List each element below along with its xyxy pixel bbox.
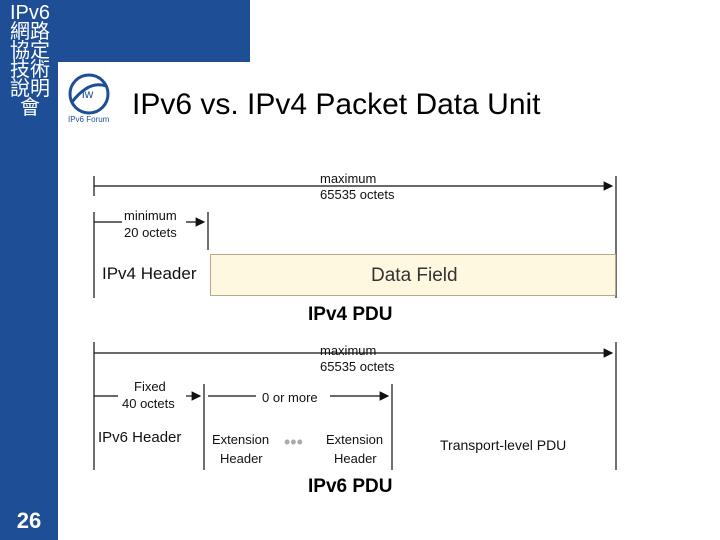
svg-text:iw: iw bbox=[82, 87, 94, 101]
transport-level-pdu-label: Transport-level PDU bbox=[440, 437, 567, 453]
ipv6-ext-count-label: 0 or more bbox=[262, 390, 318, 405]
vertical-title: IPv6網路協定技術說明會 bbox=[9, 2, 51, 119]
svg-text:IPv6 Forum: IPv6 Forum bbox=[68, 115, 110, 124]
ipv6-fixed-label-1: Fixed bbox=[134, 379, 166, 394]
page-number: 26 bbox=[16, 508, 42, 533]
top-band bbox=[58, 0, 250, 62]
ipv6-header-label: IPv6 Header bbox=[98, 429, 182, 446]
ipv4-max-label-2: 65535 octets bbox=[320, 187, 395, 202]
extension-header-2-line2: Header bbox=[334, 451, 377, 466]
extension-header-2-line1: Extension bbox=[326, 432, 384, 447]
ipv4-data-field-label: Data Field bbox=[371, 265, 458, 286]
ipv4-min-label-2: 20 octets bbox=[124, 225, 177, 240]
ipv4-max-label-1: maximum bbox=[320, 171, 377, 186]
extension-header-1-line2: Header bbox=[220, 451, 263, 466]
slide-title: IPv6 vs. IPv4 Packet Data Unit bbox=[132, 88, 541, 121]
ipv4-pdu-label: IPv4 PDU bbox=[308, 304, 393, 325]
ipv6-fixed-label-2: 40 octets bbox=[122, 396, 175, 411]
sidebar: IPv6網路協定技術說明會 26 bbox=[0, 0, 58, 540]
ipv4-header-label: IPv4 Header bbox=[102, 264, 197, 283]
ipv6-pdu-label: IPv6 PDU bbox=[308, 476, 393, 497]
ipv4-header-box: IPv4 Header bbox=[96, 254, 208, 294]
ipv6-forum-logo: iw IPv6 Forum bbox=[60, 72, 118, 126]
ipv6-max-label-2: 65535 octets bbox=[320, 359, 395, 374]
ipv4-min-label-1: minimum bbox=[124, 208, 177, 223]
extension-header-1-line1: Extension bbox=[212, 432, 270, 447]
ipv4-data-field-box: Data Field bbox=[210, 254, 616, 296]
extension-ellipsis: ••• bbox=[284, 432, 303, 452]
ipv6-max-label-1: maximum bbox=[320, 343, 377, 358]
